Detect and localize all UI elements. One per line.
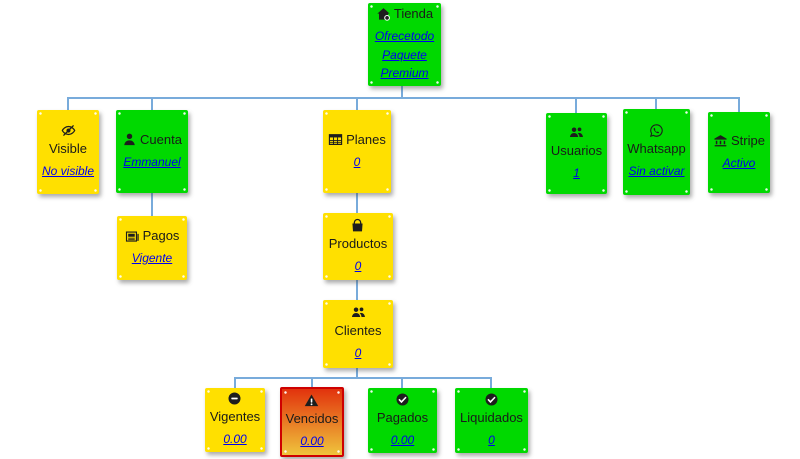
check-circle-icon <box>395 392 410 407</box>
vigentes-amount-link[interactable]: 0.00 <box>223 432 247 446</box>
node-cuenta-header: Cuenta <box>122 132 182 148</box>
node-liquidados-header: Liquidados <box>460 392 523 426</box>
productos-count-link[interactable]: 0 <box>354 258 362 273</box>
node-stripe-header: Stripe <box>713 133 765 149</box>
node-tienda-header: Tienda <box>376 6 433 22</box>
node-clientes[interactable]: Clientes 0 <box>323 300 393 368</box>
connector-line <box>356 280 358 300</box>
stripe-status-link[interactable]: Activo <box>722 155 756 170</box>
node-cuenta[interactable]: Cuenta Emmanuel <box>116 110 188 193</box>
usuarios-count-link[interactable]: 1 <box>573 165 580 180</box>
node-pagados-header: Pagados <box>377 392 428 426</box>
warning-triangle-icon <box>304 393 319 408</box>
connector-line <box>490 377 492 388</box>
user-icon <box>122 132 137 147</box>
pagos-status-link[interactable]: Vigente <box>131 251 173 265</box>
node-vencidos-header: Vencidos <box>285 393 339 427</box>
connector-line <box>356 193 358 213</box>
node-usuarios-header: Usuarios <box>551 125 602 159</box>
node-label: Clientes <box>334 323 382 339</box>
planes-count-link[interactable]: 0 <box>353 154 361 169</box>
whatsapp-status-link[interactable]: Sin activar <box>628 164 685 178</box>
connector-line <box>356 97 358 111</box>
node-label: Vencidos <box>285 411 339 427</box>
node-stripe[interactable]: Stripe Activo <box>708 112 770 193</box>
node-vigentes-header: Vigentes <box>210 391 260 425</box>
node-vencidos[interactable]: Vencidos 0.00 <box>280 387 344 457</box>
node-label: Cuenta <box>140 131 182 147</box>
connector-line <box>738 97 740 113</box>
node-label: Pagados <box>376 409 429 425</box>
connector-line <box>67 97 740 99</box>
minus-circle-icon <box>227 391 242 406</box>
connector-line <box>234 377 236 388</box>
node-label: Liquidados <box>460 409 523 425</box>
whatsapp-icon <box>649 123 664 138</box>
connector-line <box>401 86 403 98</box>
node-label: Tienda <box>393 6 434 22</box>
table-icon <box>328 132 343 147</box>
node-label: Planes <box>346 131 386 147</box>
node-pagados[interactable]: Pagados 0.00 <box>368 388 437 453</box>
node-pagos[interactable]: Pagos Vigente <box>117 216 187 280</box>
vencidos-amount-link[interactable]: 0.00 <box>300 434 324 448</box>
node-label: Usuarios <box>550 142 603 158</box>
connector-line <box>655 97 657 110</box>
store-icon <box>376 7 391 22</box>
node-label: Vigentes <box>209 409 261 425</box>
eye-slash-icon <box>61 123 76 138</box>
users-icon <box>351 305 366 320</box>
connector-line <box>575 97 577 114</box>
node-vigentes[interactable]: Vigentes 0.00 <box>205 388 265 452</box>
node-visible[interactable]: Visible No visible <box>37 110 99 194</box>
node-productos[interactable]: Productos 0 <box>323 213 393 280</box>
liquidados-count-link[interactable]: 0 <box>488 432 495 447</box>
node-planes-header: Planes <box>328 132 386 148</box>
bank-icon <box>713 133 728 148</box>
node-label: Stripe <box>731 132 765 148</box>
connector-line <box>356 368 358 378</box>
node-productos-header: Productos <box>328 218 388 252</box>
node-label: Productos <box>328 235 388 251</box>
tienda-plan-link[interactable]: Ofrecetodo Paquete Premium <box>374 28 435 81</box>
node-usuarios[interactable]: Usuarios 1 <box>546 113 607 194</box>
node-clientes-header: Clientes <box>334 305 382 339</box>
check-circle-icon <box>484 392 499 407</box>
node-tienda[interactable]: Tienda Ofrecetodo Paquete Premium <box>368 3 441 86</box>
connector-line <box>234 377 492 379</box>
connector-line <box>311 377 313 387</box>
connector-line <box>151 193 153 216</box>
node-liquidados[interactable]: Liquidados 0 <box>455 388 528 453</box>
shopping-bag-icon <box>350 218 365 233</box>
node-label: Pagos <box>142 228 180 244</box>
connector-line <box>151 97 153 111</box>
pagados-amount-link[interactable]: 0.00 <box>390 432 415 447</box>
clientes-count-link[interactable]: 0 <box>354 346 362 360</box>
users-icon <box>569 125 584 140</box>
node-label: Visible <box>48 141 88 157</box>
node-whatsapp[interactable]: Whatsapp Sin activar <box>623 109 690 195</box>
connector-line <box>67 97 69 111</box>
cuenta-owner-link[interactable]: Emmanuel <box>123 154 181 169</box>
node-visible-header: Visible <box>49 123 87 157</box>
node-whatsapp-header: Whatsapp <box>627 123 686 157</box>
newspaper-icon <box>125 229 140 244</box>
connector-line <box>401 377 403 388</box>
visible-status-link[interactable]: No visible <box>41 164 95 178</box>
node-label: Whatsapp <box>627 141 686 157</box>
node-pagos-header: Pagos <box>125 228 180 244</box>
node-planes[interactable]: Planes 0 <box>323 110 391 193</box>
